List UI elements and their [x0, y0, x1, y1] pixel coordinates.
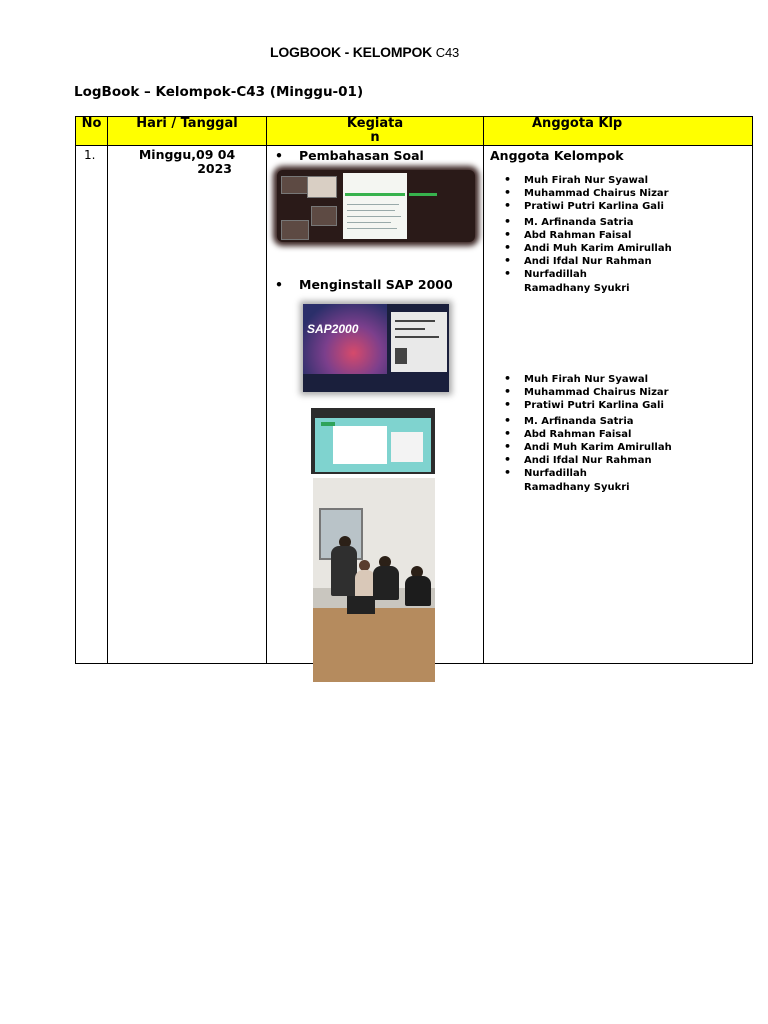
header-kegiatan-line2: n — [370, 130, 380, 145]
highlight-bar — [345, 193, 405, 196]
logbook-table: No Hari / Tanggal Kegiata n Anggota Klp … — [75, 116, 753, 682]
header-no: No — [75, 116, 108, 146]
document-title-suffix: C43 — [435, 45, 460, 60]
zoom-meeting-photo — [277, 170, 475, 242]
list-item: M. Arfinanda Satria — [502, 215, 712, 229]
list-item: Muh Firah Nur Syawal — [502, 372, 712, 386]
list-item: Muhammad Chairus Nizar — [502, 186, 712, 200]
installer-panel — [391, 312, 447, 372]
list-item: Abd Rahman Faisal — [502, 228, 712, 242]
video-tile — [311, 206, 337, 226]
panel-line — [395, 320, 435, 322]
list-item: Andi Ifdal Nur Rahman — [502, 453, 712, 467]
person — [355, 570, 375, 600]
doc-line — [347, 210, 395, 211]
activity-label: Pembahasan Soal — [299, 148, 424, 163]
person — [405, 576, 431, 606]
highlight-bar — [409, 193, 437, 196]
person-head — [359, 560, 370, 571]
cell-kegiatan: •Pembahasan Soal •Me — [266, 145, 484, 682]
screen-button — [321, 422, 335, 426]
logbook-subtitle: LogBook – Kelompok-C43 (Minggu-01) — [74, 84, 364, 100]
table-header-row: No Hari / Tanggal Kegiata n Anggota Klp — [75, 116, 753, 146]
group-meeting-photo — [313, 478, 435, 682]
header-kegiatan-line1: Kegiata — [346, 116, 404, 131]
header-anggota: Anggota Klp — [483, 116, 753, 146]
list-item: Muhammad Chairus Nizar — [502, 385, 712, 399]
list-item: Andi Ifdal Nur Rahman — [502, 254, 712, 268]
sap-logo: SAP2000 — [307, 322, 359, 336]
document-title-main: LOGBOOK - KELOMPOK — [270, 44, 433, 60]
list-item: Muh Firah Nur Syawal — [502, 173, 712, 187]
header-kegiatan: Kegiata n — [266, 116, 484, 146]
panel-block — [395, 348, 407, 364]
document-title: LOGBOOK - KELOMPOK C43 — [270, 44, 459, 60]
activity-label: Menginstall SAP 2000 — [299, 277, 453, 292]
bullet-icon: • — [275, 277, 283, 292]
sap2000-install-photo: SAP2000 — [303, 304, 449, 392]
header-hari-tanggal: Hari / Tanggal — [107, 116, 267, 146]
activity-item: • Pembahasan Soal — [275, 148, 424, 163]
date-line1: Minggu,09 04 — [138, 147, 236, 162]
list-item: Pratiwi Putri Karlina Gali — [502, 398, 712, 412]
panel-line — [395, 336, 439, 338]
list-item: Abd Rahman Faisal — [502, 427, 712, 441]
table-row: 1. Minggu,09 04 2023 • Pembahasan Soal — [75, 145, 753, 682]
list-item: Andi Muh Karim Amirullah — [502, 440, 712, 454]
person — [331, 546, 357, 596]
doc-line — [347, 222, 391, 223]
cell-hari-tanggal: Minggu,09 04 2023 — [107, 145, 267, 664]
date-line2: 2023 — [197, 161, 232, 176]
person-head — [339, 536, 351, 548]
video-tile — [281, 176, 309, 194]
meeting-table — [313, 608, 435, 682]
list-item: Pratiwi Putri Karlina Gali — [502, 199, 712, 213]
list-item: Nurfadillah Ramadhany Syukri — [502, 267, 644, 294]
person-head — [379, 556, 391, 568]
video-tile — [281, 220, 309, 240]
list-item: M. Arfinanda Satria — [502, 414, 712, 428]
laptop-screen-photo — [311, 408, 435, 474]
person-head — [411, 566, 423, 578]
laptop-on-table — [347, 596, 375, 614]
video-tile — [307, 176, 337, 198]
cell-anggota: Anggota Kelompok Muh Firah Nur Syawal Mu… — [483, 145, 753, 664]
anggota-heading: Anggota Kelompok — [490, 148, 624, 163]
sap-splash-screen — [303, 304, 387, 374]
laptop-screen — [315, 418, 431, 472]
screen-card — [333, 426, 387, 464]
bullet-icon: • — [275, 148, 283, 163]
member-list: Muh Firah Nur Syawal Muhammad Chairus Ni… — [502, 372, 712, 494]
activity-item: • Menginstall SAP 2000 — [275, 277, 453, 292]
cell-no: 1. — [75, 145, 108, 664]
list-item: Andi Muh Karim Amirullah — [502, 241, 712, 255]
doc-line — [347, 216, 401, 217]
member-list: Muh Firah Nur Syawal Muhammad Chairus Ni… — [502, 173, 712, 295]
doc-line — [347, 228, 397, 229]
screen-card — [391, 432, 423, 462]
doc-line — [347, 204, 399, 205]
panel-line — [395, 328, 425, 330]
list-item: Nurfadillah Ramadhany Syukri — [502, 466, 644, 493]
person — [373, 566, 399, 600]
shared-document — [343, 173, 407, 239]
